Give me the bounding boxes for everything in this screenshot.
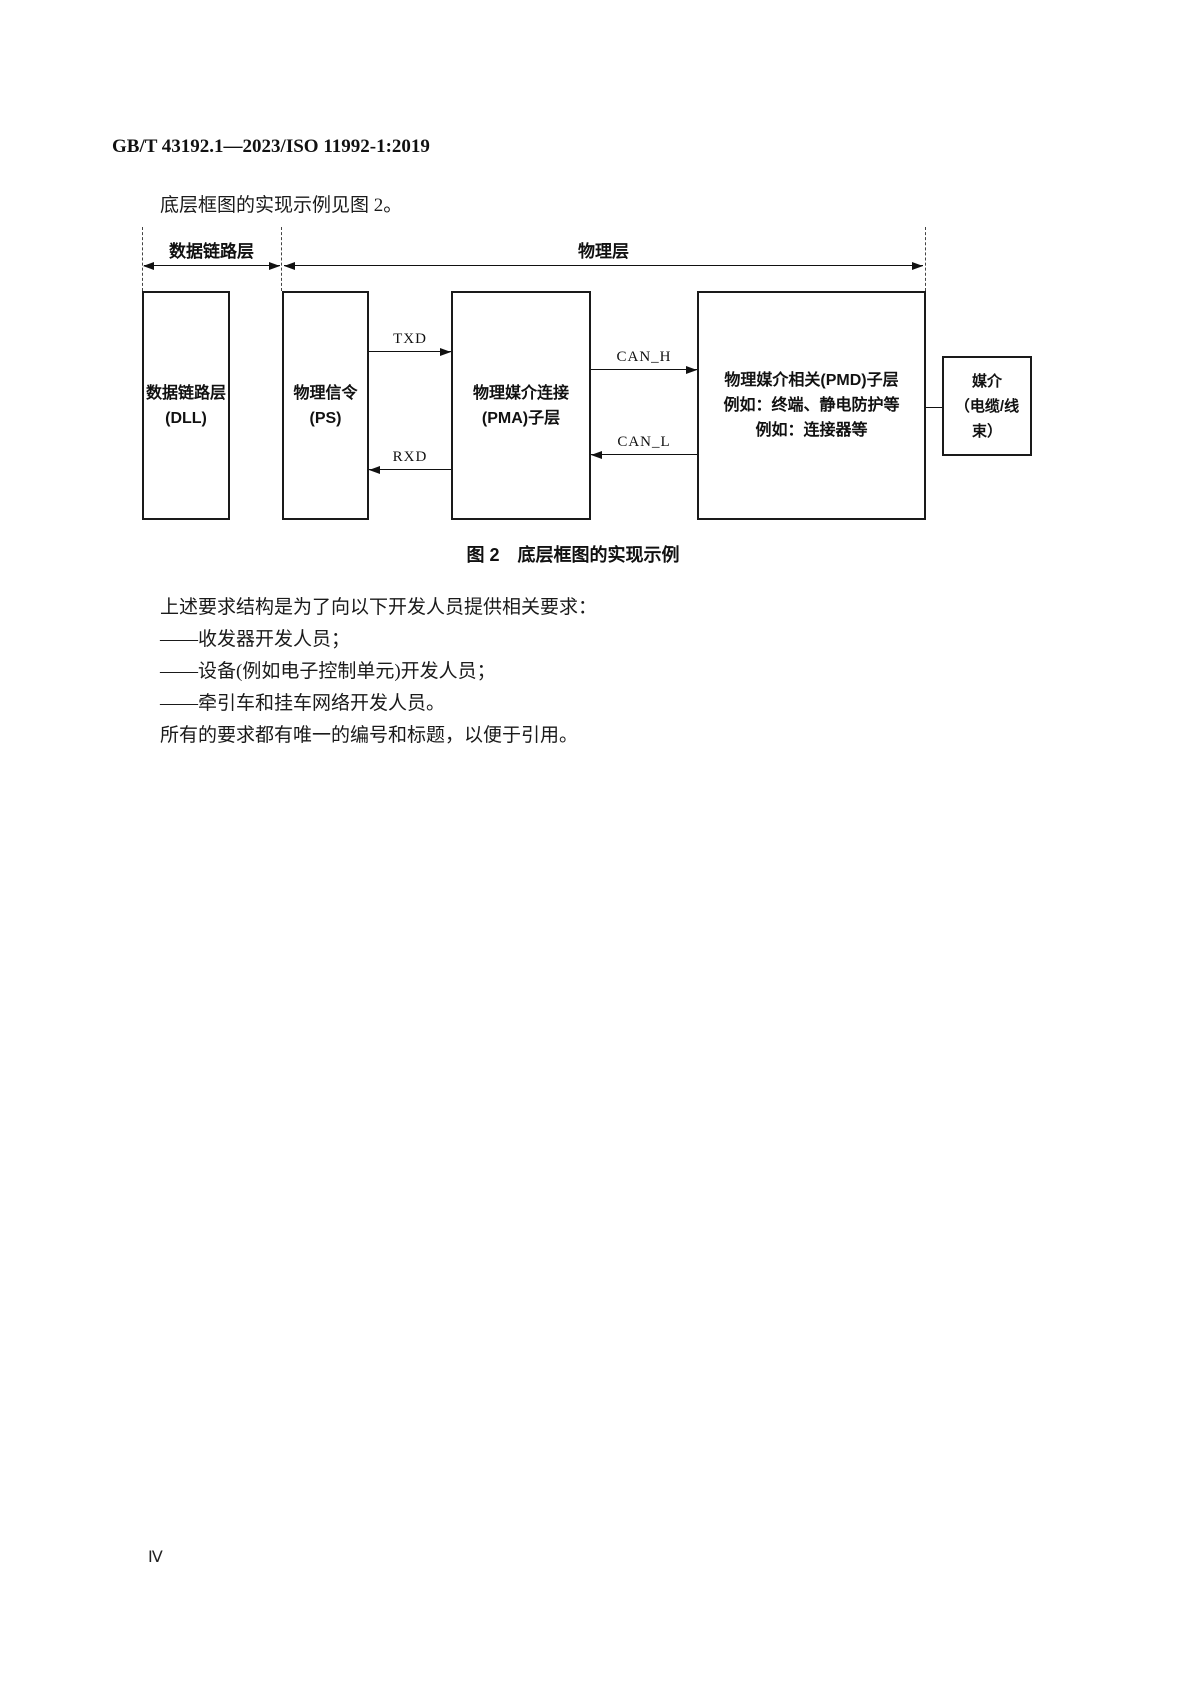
pma-box-title: 物理媒介连接: [472, 384, 569, 402]
can-l-line: [591, 454, 697, 455]
txd-label: TXD: [393, 331, 427, 347]
ps-box-title: 物理信令: [293, 384, 358, 402]
arrowhead-icon: [591, 451, 602, 459]
dll-box-title: 数据链路层: [145, 384, 226, 402]
pma-box-abbr: (PMA)子层: [481, 409, 561, 427]
dashed-boundary-right: [925, 227, 926, 291]
medium-box: 媒介 （电缆/线束）: [942, 356, 1032, 456]
arrowhead-icon: [686, 366, 697, 374]
body-paragraph-closing: 所有的要求都有唯一的编号和标题，以便于引用。: [160, 725, 579, 746]
medium-box-title: 媒介: [971, 372, 1002, 390]
page-number: Ⅳ: [148, 1549, 163, 1566]
standard-number-header: GB/T 43192.1—2023/ISO 11992-1:2019: [112, 136, 430, 157]
ps-box-abbr: (PS): [309, 409, 342, 427]
can-h-label: CAN_H: [616, 349, 672, 365]
intro-paragraph: 底层框图的实现示例见图 2。: [160, 195, 403, 216]
data-link-layer-label: 数据链路层: [169, 242, 254, 261]
body-paragraph-intro: 上述要求结构是为了向以下开发人员提供相关要求：: [160, 597, 598, 618]
arrowhead-icon: [912, 262, 923, 270]
arrowhead-icon: [269, 262, 280, 270]
pmd-box-example-2: 例如：连接器等: [755, 422, 868, 439]
rxd-label: RXD: [392, 449, 428, 465]
physical-layer-label: 物理层: [578, 242, 629, 261]
figure-caption: 图 2 底层框图的实现示例: [466, 545, 680, 565]
data-link-layer-span-line: [144, 265, 280, 266]
medium-box-subtitle: （电缆/线束）: [954, 397, 1020, 440]
dashed-boundary-left: [142, 227, 143, 291]
list-item-device-developers: ——设备(例如电子控制单元)开发人员；: [160, 661, 496, 682]
arrowhead-icon: [143, 262, 154, 270]
dashed-boundary-middle: [281, 227, 282, 291]
pma-box: 物理媒介连接 (PMA)子层: [451, 291, 591, 520]
arrowhead-icon: [369, 466, 380, 474]
physical-layer-span-line: [284, 265, 923, 266]
pmd-box: 物理媒介相关(PMD)子层 例如：终端、静电防护等 例如：连接器等: [697, 291, 926, 520]
list-item-transceiver-developers: ——收发器开发人员；: [160, 629, 351, 650]
arrowhead-icon: [284, 262, 295, 270]
ps-box: 物理信令 (PS): [282, 291, 369, 520]
rxd-line: [369, 469, 451, 470]
arrowhead-icon: [440, 348, 451, 356]
can-h-line: [591, 369, 697, 370]
pmd-medium-connector-line: [926, 407, 942, 408]
txd-line: [369, 351, 451, 352]
can-l-label: CAN_L: [617, 434, 671, 450]
pmd-box-example-1: 例如：终端、静电防护等: [723, 397, 900, 414]
list-item-network-developers: ——牵引车和挂车网络开发人员。: [160, 693, 446, 714]
dll-box-abbr: (DLL): [165, 409, 207, 427]
dll-box: 数据链路层 (DLL): [142, 291, 230, 520]
pmd-box-title: 物理媒介相关(PMD)子层: [724, 372, 899, 389]
